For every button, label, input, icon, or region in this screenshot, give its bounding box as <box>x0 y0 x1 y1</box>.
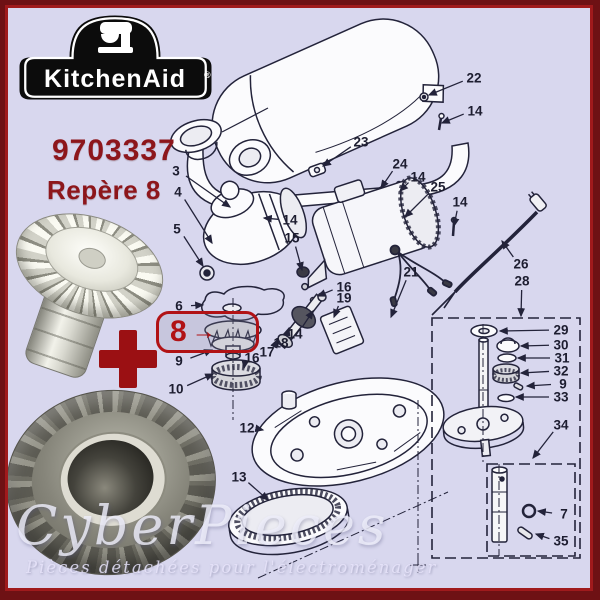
leader-line <box>184 199 213 245</box>
gasket-drawing <box>201 285 285 321</box>
leader-line <box>247 482 269 501</box>
part-number-label: 17 <box>259 345 274 360</box>
gearbox-drawing <box>202 180 308 265</box>
leader-line <box>262 214 279 223</box>
leader-line <box>321 146 352 167</box>
part-number-label: 3 <box>172 164 180 179</box>
leader-line <box>536 508 553 516</box>
leader-line <box>519 341 550 350</box>
leader-line <box>380 170 394 190</box>
plus-icon <box>99 330 157 388</box>
planetary-housing-drawing <box>251 377 445 487</box>
part-number-label: 4 <box>174 185 182 200</box>
leader-line <box>301 309 314 328</box>
leader-line <box>183 236 204 268</box>
part-number-label: 14 <box>452 195 468 210</box>
leader-line <box>534 532 550 541</box>
leader-line <box>241 359 250 370</box>
ring-gear-drawing <box>227 487 350 556</box>
power-cord-drawing <box>453 210 539 294</box>
leader-line <box>399 182 409 192</box>
leader-line <box>532 431 554 460</box>
part-number-label: 33 <box>553 390 569 405</box>
leader-line <box>390 279 407 319</box>
part-number-label: 14 <box>287 327 303 342</box>
mixer-icon <box>98 22 133 53</box>
part-number-label: 34 <box>553 418 569 433</box>
kitchenaid-logo: KitchenAid ® <box>8 8 223 109</box>
part-number-label: 29 <box>553 323 568 338</box>
assembly-box-28 <box>431 317 581 559</box>
assembly-box-34 <box>486 463 576 557</box>
leader-line <box>190 301 205 310</box>
part-number-label: 23 <box>353 135 369 150</box>
part-number-label: 21 <box>403 265 419 280</box>
leader-line <box>282 326 291 337</box>
leader-line <box>294 246 304 272</box>
part-8-highlight: 8 → <box>156 311 259 353</box>
leader-line <box>519 368 550 377</box>
part-number-label: 12 <box>239 421 254 436</box>
leader-line <box>498 326 550 335</box>
center-lines <box>232 298 500 579</box>
part-number-label: 14 <box>282 213 298 228</box>
leader-line <box>427 80 464 96</box>
part-reference-text: Repère 8 <box>47 175 161 205</box>
part-number-label: 9 <box>175 354 183 369</box>
right-arrow-icon: → <box>191 318 216 345</box>
part-number-label: 22 <box>466 71 481 86</box>
watermark-title: CyberPieces <box>16 494 389 557</box>
part-number-label: 30 <box>553 338 568 353</box>
part-number-text: 9703337 <box>52 134 176 167</box>
leader-line <box>501 239 514 258</box>
part-number-label: 35 <box>553 534 569 549</box>
wiring-drawing <box>389 244 453 308</box>
logo-wordmark: KitchenAid <box>44 65 186 93</box>
leader-line <box>517 289 526 318</box>
part-number-label: 9 <box>559 377 567 392</box>
part-number-label: 7 <box>560 507 568 522</box>
registered-mark: ® <box>204 70 211 80</box>
part-number-label: 14 <box>410 170 426 185</box>
label-layer: 3456910121314151619141817162122142324142… <box>168 71 570 549</box>
leader-line <box>186 373 215 387</box>
exploded-diagram: 3456910121314151619141817162122142324142… <box>168 18 581 579</box>
part-number-label: 26 <box>513 257 529 272</box>
leader-line <box>333 305 341 319</box>
motor-drawing <box>301 175 441 291</box>
speed-plate-drawing <box>319 305 365 355</box>
part-number-label: 13 <box>231 470 247 485</box>
part-number-label: 31 <box>554 351 570 366</box>
highlight-number: 8 <box>170 315 187 348</box>
leader-line <box>440 113 464 124</box>
diagram-art <box>170 18 581 579</box>
leader-line <box>525 381 552 390</box>
watermark-tagline: Pièces détachées pour l'électroménager <box>26 558 438 577</box>
part-number-label: 28 <box>514 274 530 289</box>
part-number-label: 32 <box>553 364 568 379</box>
leader-line <box>270 338 278 349</box>
part-number-label: 16 <box>336 280 352 295</box>
part-number-label: 6 <box>175 299 183 314</box>
part-number-label: 15 <box>284 231 300 246</box>
leader-line <box>404 192 430 218</box>
part-number-label: 16 <box>244 351 260 366</box>
logo-badge <box>19 15 212 100</box>
leader-line <box>451 210 460 228</box>
part-number-label: 19 <box>336 291 351 306</box>
leader-line <box>185 175 232 208</box>
part-number-label: 24 <box>392 157 408 172</box>
part-number-label: 10 <box>168 382 183 397</box>
leader-line <box>254 424 265 433</box>
hub-cap-drawing <box>170 118 222 161</box>
part-number-label: 25 <box>430 180 446 195</box>
part-number-label: 5 <box>173 222 181 237</box>
part-number-label: 14 <box>467 104 483 119</box>
leader-line <box>316 289 333 297</box>
head-cover-drawing <box>211 18 445 184</box>
